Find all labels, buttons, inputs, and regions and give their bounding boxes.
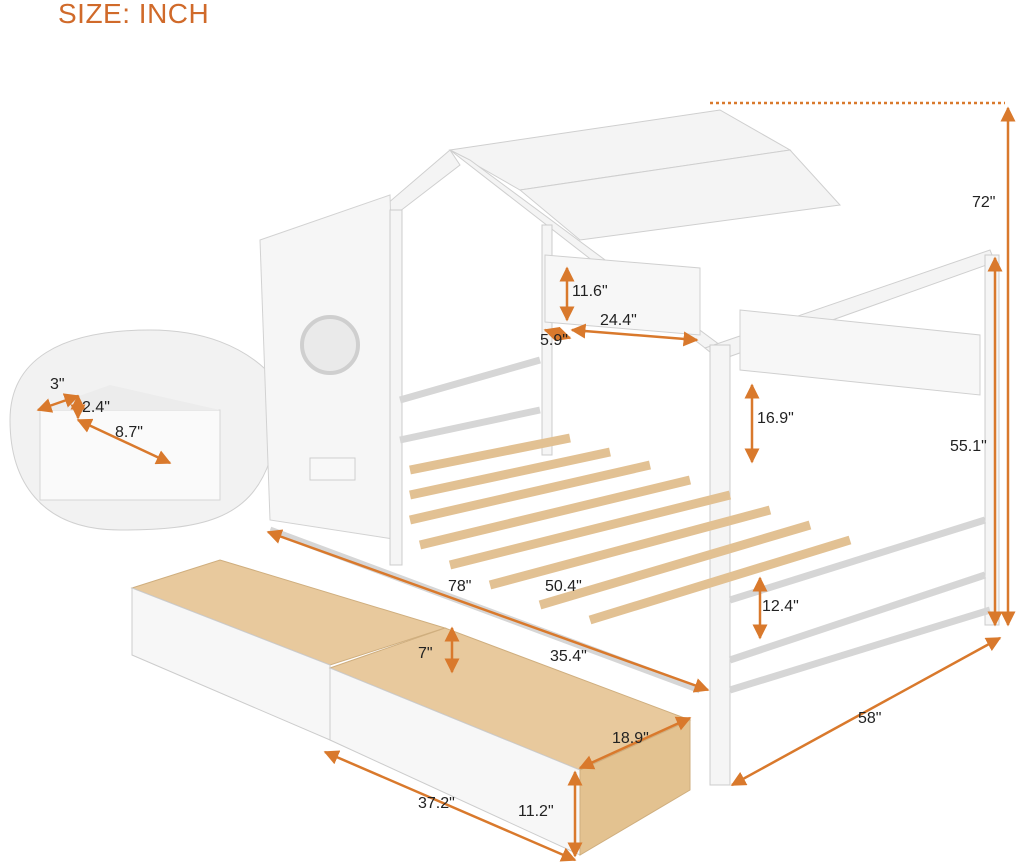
bed-slats [408, 433, 852, 625]
dim-length: 78" [448, 578, 472, 595]
dim-drawer-width: 18.9" [612, 730, 649, 747]
dim-inner-length: 50.4" [545, 578, 582, 595]
tray-zoom-inset [9, 329, 301, 531]
dim-tray-depth: 3" [50, 376, 65, 393]
headboard-shelves [544, 254, 981, 396]
dimension-lines [36, 101, 1016, 862]
dim-shelf-width: 24.4" [600, 312, 637, 329]
dim-tray-height: 2.4" [82, 399, 110, 416]
dim-drawer-depth: 7" [418, 645, 433, 662]
dim-tray-length: 8.7" [115, 424, 143, 441]
side-panel [259, 194, 401, 541]
dim-drawer-outer-height: 11.2" [518, 803, 554, 820]
dim-footboard-rail: 12.4" [762, 598, 799, 615]
dim-overall-height: 72" [972, 194, 996, 211]
dim-headboard-gap: 16.9" [757, 410, 794, 427]
page-title: SIZE: INCH [58, 0, 210, 29]
dim-shelf-depth: 5.9" [540, 332, 568, 349]
dim-width: 58" [858, 710, 882, 727]
dim-shelf-height: 11.6" [572, 283, 608, 300]
dim-side-height: 55.1" [950, 438, 987, 455]
dim-drawer-length: 35.4" [550, 648, 587, 665]
dim-drawer-outer-length: 37.2" [418, 795, 455, 812]
